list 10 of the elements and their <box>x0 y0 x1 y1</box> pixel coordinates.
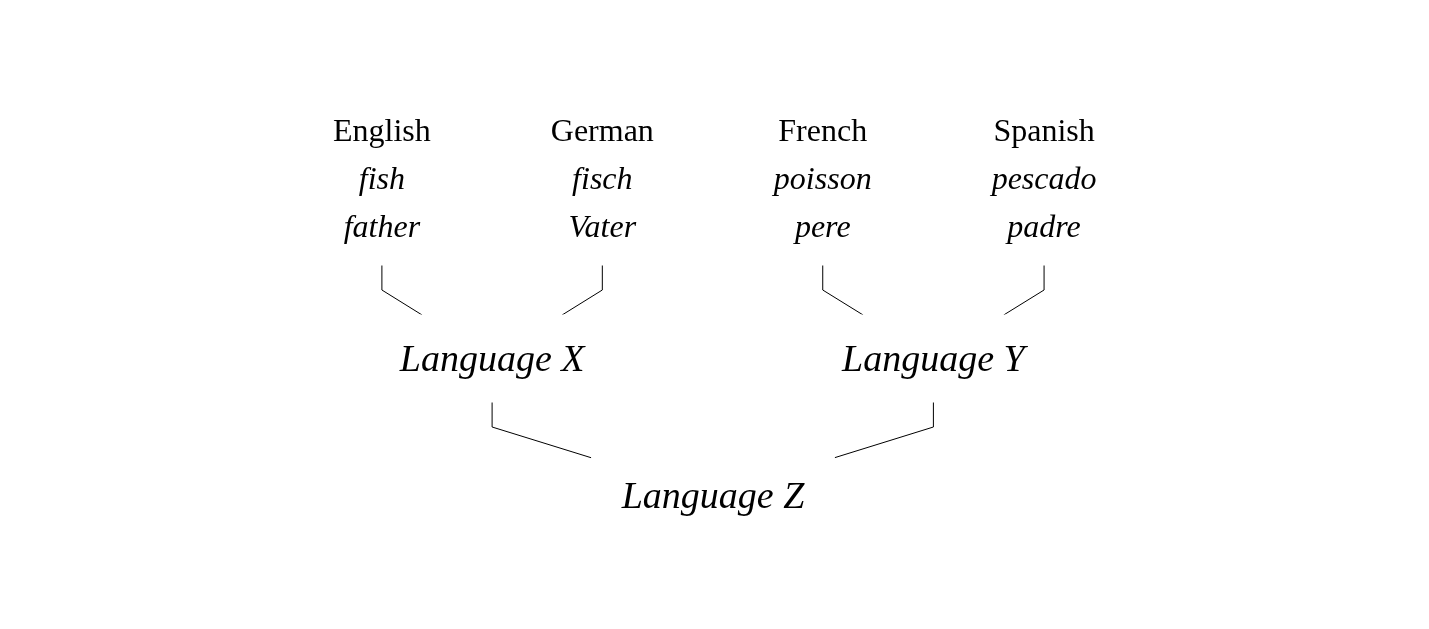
node-text: German fisch Vater <box>550 111 654 244</box>
node-text: Language X <box>399 336 585 379</box>
connector <box>381 264 423 315</box>
node-text: Language Z <box>621 473 805 516</box>
node-text: Spanish pescado padre <box>991 111 1097 244</box>
connector <box>822 264 864 315</box>
connector <box>491 401 592 458</box>
connector <box>833 401 934 458</box>
node-text: English fish father <box>332 111 431 244</box>
node-text: French poisson pere <box>773 111 872 244</box>
